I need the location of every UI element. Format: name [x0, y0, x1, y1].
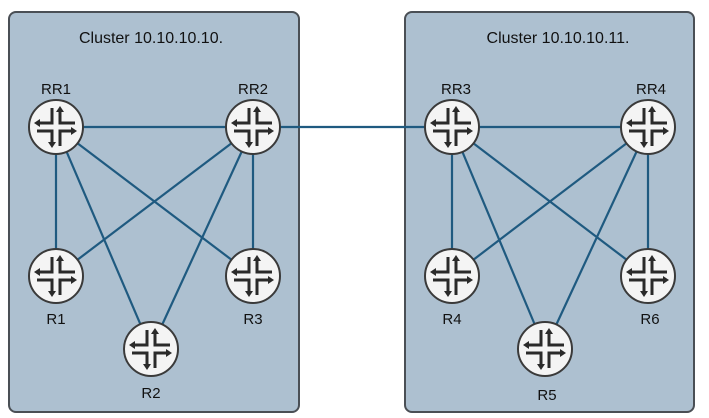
router-label: RR2: [238, 81, 268, 98]
link-rr2-r2: [150, 126, 254, 350]
router-icon: [28, 248, 84, 304]
router-rr2: RR2: [225, 81, 281, 155]
router-icon: [225, 248, 281, 304]
link-rr4-r5: [544, 126, 649, 350]
router-rr1: RR1: [28, 81, 84, 155]
router-icon: [28, 99, 84, 155]
router-rr3: RR3: [424, 81, 480, 155]
router-label: R4: [442, 311, 461, 328]
link-rr4-r4: [451, 126, 649, 277]
router-icon: [424, 99, 480, 155]
cluster-2: Cluster 10.10.10.11.: [404, 11, 695, 413]
router-rr4: RR4: [620, 81, 676, 155]
router-icon: [424, 248, 480, 304]
router-label: RR4: [636, 81, 666, 98]
router-r4: R4: [424, 248, 480, 328]
router-r6: R6: [620, 248, 676, 328]
link-rr1-r2: [54, 126, 153, 350]
cluster-1: Cluster 10.10.10.10.: [8, 11, 300, 413]
link-rr2-r1: [55, 126, 254, 277]
router-icon: [620, 248, 676, 304]
router-icon: [225, 99, 281, 155]
router-label: RR1: [41, 81, 71, 98]
cluster-box-2: [404, 11, 695, 413]
cluster-label-1: Cluster 10.10.10.10.: [79, 30, 223, 47]
cluster-box-1: [8, 11, 300, 413]
link-rr3-r5: [450, 126, 547, 350]
router-label: R3: [243, 311, 262, 328]
router-label: R5: [537, 387, 556, 404]
cluster-label-2: Cluster 10.10.10.11.: [487, 30, 630, 47]
router-icon: [620, 99, 676, 155]
router-icon: [517, 321, 573, 377]
router-icon: [123, 321, 179, 377]
router-label: R6: [640, 311, 659, 328]
router-label: RR3: [441, 81, 471, 98]
router-label: R2: [141, 385, 160, 402]
router-label: R1: [46, 311, 65, 328]
router-r3: R3: [225, 248, 281, 328]
router-r5: R5: [517, 321, 573, 404]
router-r2: R2: [123, 321, 179, 402]
router-r1: R1: [28, 248, 84, 328]
